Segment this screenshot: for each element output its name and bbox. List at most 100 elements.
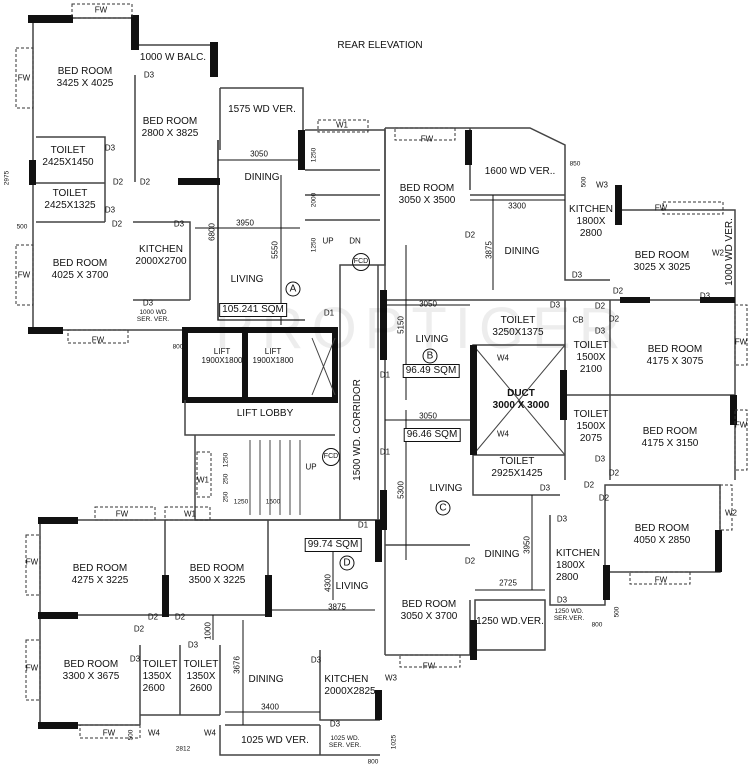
unit-bc-walls: [380, 127, 737, 660]
door-label: D3: [310, 655, 322, 665]
room-name: BED ROOM: [401, 599, 457, 610]
dim: 3875: [328, 602, 346, 612]
room-size: 1800X: [556, 560, 585, 571]
dim: 4300: [323, 574, 333, 592]
door-label: D2: [598, 493, 610, 503]
room-name: BED ROOM: [642, 426, 698, 437]
unit-a-balcony: 1000 W BALC.: [139, 52, 207, 63]
dim: 1025: [390, 734, 398, 750]
dim: 5150: [396, 316, 406, 334]
unit-d-verandah: 1025 WD VER.: [241, 735, 309, 746]
dim: 1000: [203, 622, 213, 640]
unit-d-living: LIVING: [335, 581, 369, 592]
dim: 5550: [270, 241, 280, 259]
window-label: FW: [94, 5, 108, 15]
fcd-lower: FCD: [322, 448, 340, 466]
unit-c-area: 96.46 SQM: [403, 428, 461, 442]
dim: 2000: [310, 192, 318, 208]
room-name: BED ROOM: [634, 250, 690, 261]
unit-b-verandah: 1600 WD VER..: [484, 166, 556, 177]
room-size: 2100: [579, 364, 603, 375]
room-size: 1500X: [576, 421, 606, 432]
room-size: 2075: [579, 433, 603, 444]
room-name: BED ROOM: [72, 563, 128, 574]
unit-c-verandah: 1250 WD.VER.: [476, 616, 544, 627]
dim: 3050: [419, 411, 437, 421]
dim: 2812: [175, 745, 191, 753]
door-label: D3: [187, 640, 199, 650]
unit-b-marker: B: [422, 348, 438, 364]
dimension-lines: [195, 140, 565, 725]
room-size: 3500 X 3225: [188, 575, 246, 586]
window-label: FW: [25, 557, 39, 567]
door-label: D3: [594, 454, 606, 464]
door-label: D1: [323, 308, 335, 318]
room-name: BED ROOM: [189, 563, 245, 574]
room-name: TOILET: [499, 456, 535, 467]
unit-c-living: LIVING: [429, 483, 463, 494]
window-label: FW: [654, 203, 668, 213]
room-size: 2000X2825: [324, 686, 376, 697]
door-label: D2: [112, 177, 124, 187]
room-size: 1800X: [576, 216, 606, 227]
stair-up-label: UP: [322, 236, 334, 246]
room-size: 2000X2700: [135, 256, 187, 267]
room-size: 2800 X 3825: [141, 128, 199, 139]
door-label: D3: [143, 70, 155, 80]
room-name: KITCHEN: [139, 244, 183, 255]
unit-d-service-verandah: 1025 WD.SER. VER.: [329, 735, 361, 749]
dim: 3950: [236, 218, 254, 228]
room-size: 4025 X 3700: [51, 270, 109, 281]
door-label: D3: [329, 719, 341, 729]
door-label: D2: [174, 612, 186, 622]
room-size: 3050 X 3500: [398, 195, 456, 206]
room-size: 1900X1800: [201, 356, 243, 365]
dim: 250: [222, 491, 230, 503]
room-name: KITCHEN: [556, 548, 600, 559]
door-label: D3: [556, 595, 568, 605]
room-size: 1350X: [142, 671, 172, 682]
unit-a-living: LIVING: [230, 274, 264, 285]
door-label: D1: [357, 520, 369, 530]
window-label: FW: [17, 270, 31, 280]
window-label: W1: [336, 120, 348, 130]
door-label: D3: [142, 298, 154, 308]
door-label: D3: [549, 300, 561, 310]
dim: 1250: [233, 498, 249, 506]
room-size: 2425X1450: [42, 157, 94, 168]
room-size: 2600: [189, 683, 213, 694]
dim: 6800: [207, 223, 217, 241]
room-name: TOILET: [50, 145, 86, 156]
door-label: D3: [571, 270, 583, 280]
room-name: BED ROOM: [634, 523, 690, 534]
room-name: TOILET: [573, 340, 609, 351]
room-size: 2800: [556, 572, 579, 583]
fcd-upper: FCD: [352, 253, 370, 271]
unit-a-walls: [28, 15, 305, 334]
unit-a-dining: DINING: [244, 172, 280, 183]
room-name: BED ROOM: [63, 659, 119, 670]
door-label: D3: [104, 205, 116, 215]
dim: 800: [172, 343, 184, 351]
door-label: D2: [612, 286, 624, 296]
door-label: D2: [147, 612, 159, 622]
room-name: TOILET: [573, 409, 609, 420]
window-label: W4: [204, 728, 216, 738]
door-label: D1: [379, 370, 391, 380]
room-size: 3425 X 4025: [56, 78, 114, 89]
